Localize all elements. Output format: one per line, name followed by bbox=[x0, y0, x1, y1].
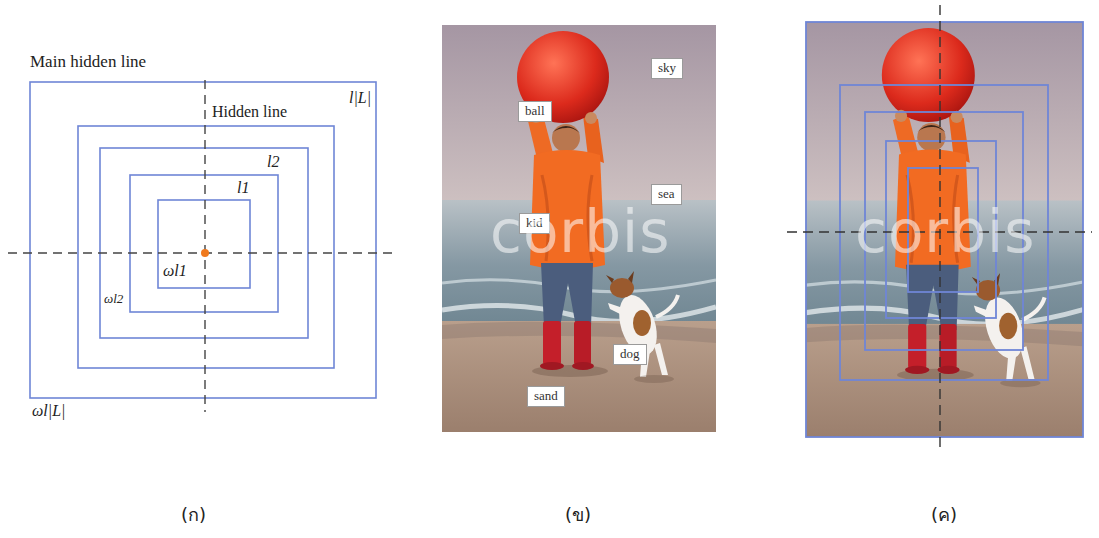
beach-photo bbox=[442, 25, 716, 432]
nested-windows bbox=[30, 82, 376, 398]
window-rect bbox=[130, 175, 278, 312]
weight-symbol: ωl1 bbox=[163, 262, 187, 280]
center-dot bbox=[201, 249, 209, 257]
region-label: sky bbox=[658, 60, 676, 76]
region-label: dog bbox=[620, 346, 640, 362]
window-rect bbox=[78, 126, 334, 368]
window-symbol: l1 bbox=[237, 179, 249, 197]
watermark: corbis bbox=[855, 199, 1035, 266]
nested-windows bbox=[806, 22, 1083, 437]
window-symbol: l2 bbox=[267, 153, 279, 171]
window-rect bbox=[806, 22, 1083, 437]
label-box: ball bbox=[518, 101, 552, 122]
panel-label: (ค) bbox=[931, 505, 957, 526]
window-rect bbox=[840, 85, 1048, 380]
window-rect bbox=[158, 200, 250, 288]
label-box: sky bbox=[651, 58, 683, 79]
weight-symbol: ωl2 bbox=[104, 292, 123, 307]
window-symbol: l|L| bbox=[349, 89, 371, 107]
window-rect bbox=[100, 148, 308, 338]
label-box: sand bbox=[527, 386, 565, 407]
window-rect bbox=[30, 82, 376, 398]
label-box: dog bbox=[613, 344, 647, 365]
axis-label: Hidden line bbox=[212, 103, 287, 121]
region-label: sand bbox=[534, 388, 558, 404]
panel-label: (ข) bbox=[565, 505, 591, 526]
main-hidden-line bbox=[204, 80, 205, 412]
watermark: corbis bbox=[490, 199, 670, 266]
weight-symbol: ωl|L| bbox=[32, 402, 65, 420]
beach-photo bbox=[806, 22, 1083, 437]
panel-label: (ก) bbox=[181, 505, 206, 526]
hidden-line bbox=[8, 252, 392, 253]
region-label: ball bbox=[525, 103, 545, 119]
axis-label: Main hidden line bbox=[30, 52, 146, 72]
